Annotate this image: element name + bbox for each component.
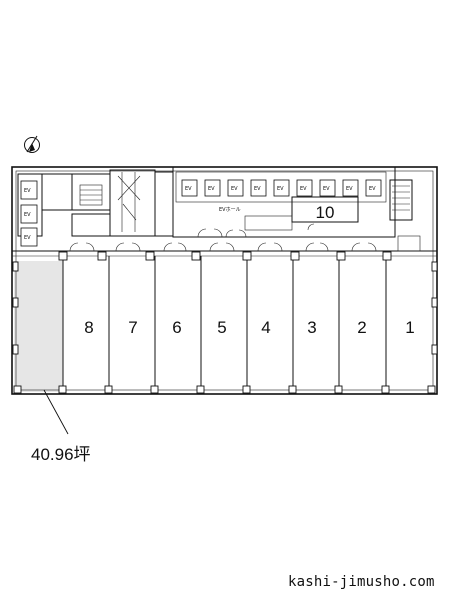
core-left — [17, 169, 174, 237]
unit-2-label: 2 — [357, 318, 366, 337]
core-right — [172, 166, 421, 252]
unit-8-label: 8 — [84, 318, 93, 337]
site-watermark: kashi-jimusho.com — [288, 574, 435, 590]
area-label: 40.96坪 — [31, 445, 91, 464]
ev-label: EV — [24, 212, 31, 218]
unit-10-label: 10 — [316, 203, 335, 222]
elevators-top — [181, 179, 382, 197]
ev-label: EV — [323, 186, 330, 192]
highlighted-area — [14, 261, 63, 392]
unit-4-label: 4 — [261, 318, 270, 337]
unit-labels: 8 7 6 5 4 3 2 1 — [84, 318, 414, 337]
columns-top — [58, 251, 392, 261]
ev-label: EV — [346, 186, 353, 192]
ev-label: EV — [300, 186, 307, 192]
ev-label: EV — [24, 188, 31, 194]
ev-hall-label: EVホール — [219, 207, 241, 213]
side-columns — [12, 261, 438, 355]
unit-3-label: 3 — [307, 318, 316, 337]
unit-7-label: 7 — [128, 318, 137, 337]
ev-label: EV — [185, 186, 192, 192]
ev-labels: EV EV EV EV EV EV EV EV EV EV EV EV — [24, 186, 376, 241]
area-leader-line — [43, 389, 69, 435]
unit-dividers — [62, 256, 387, 390]
unit-5-label: 5 — [217, 318, 226, 337]
ev-label: EV — [254, 186, 261, 192]
ev-label: EV — [369, 186, 376, 192]
unit-1-label: 1 — [405, 318, 414, 337]
columns-bottom — [13, 385, 436, 394]
building-outline — [11, 166, 438, 395]
north-arrow-icon — [24, 135, 40, 153]
ev-label: EV — [24, 235, 31, 241]
ev-label: EV — [231, 186, 238, 192]
unit-6-label: 6 — [172, 318, 181, 337]
ev-label: EV — [208, 186, 215, 192]
ev-label: EV — [277, 186, 284, 192]
door-swings — [69, 242, 377, 252]
elevators-left — [20, 180, 38, 247]
